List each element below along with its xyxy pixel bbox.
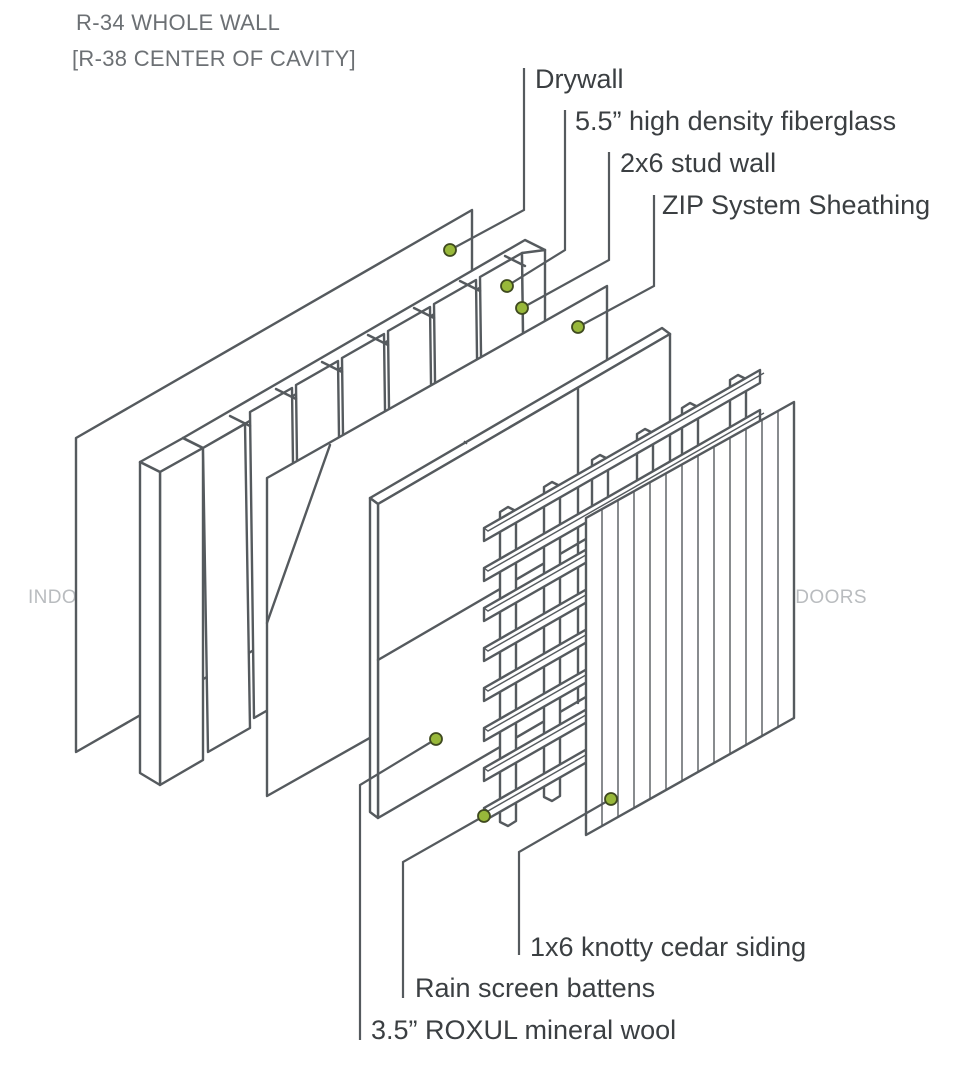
marker-stud xyxy=(515,301,529,315)
label-drywall: Drywall xyxy=(535,64,624,94)
label-stud: 2x6 stud wall xyxy=(620,148,776,178)
vertical-batten xyxy=(498,505,518,828)
layer-markers xyxy=(429,243,618,823)
leader-lines xyxy=(358,68,656,1040)
leader-battens xyxy=(401,815,485,998)
marker-battens xyxy=(477,809,491,823)
label-battens: Rain screen battens xyxy=(415,973,655,1003)
leader-fiberglass xyxy=(506,110,567,287)
marker-zip xyxy=(571,320,585,334)
marker-fiberglass xyxy=(500,279,514,293)
leader-zip xyxy=(577,195,656,328)
label-fiberglass: 5.5” high density fiberglass xyxy=(575,106,896,136)
r-value-center-cavity: [R-38 CENTER OF CAVITY] xyxy=(72,46,356,71)
leader-roxul xyxy=(358,738,437,1040)
cedar-siding-layer xyxy=(584,400,796,837)
batten-edge xyxy=(483,412,765,572)
marker-roxul xyxy=(429,732,443,746)
label-roxul: 3.5” ROXUL mineral wool xyxy=(371,1015,676,1045)
r-value-whole-wall: R-34 WHOLE WALL xyxy=(76,10,280,35)
batten-edge xyxy=(483,372,765,532)
vertical-batten xyxy=(542,480,562,803)
marker-siding xyxy=(604,792,618,806)
leader-stud xyxy=(521,152,611,309)
marker-drywall xyxy=(443,243,457,257)
leader-siding xyxy=(517,798,612,955)
label-zip: ZIP System Sheathing xyxy=(662,190,930,220)
leader-drywall xyxy=(449,68,526,251)
label-siding: 1x6 knotty cedar siding xyxy=(530,932,806,962)
horizontal-batten xyxy=(482,368,762,543)
